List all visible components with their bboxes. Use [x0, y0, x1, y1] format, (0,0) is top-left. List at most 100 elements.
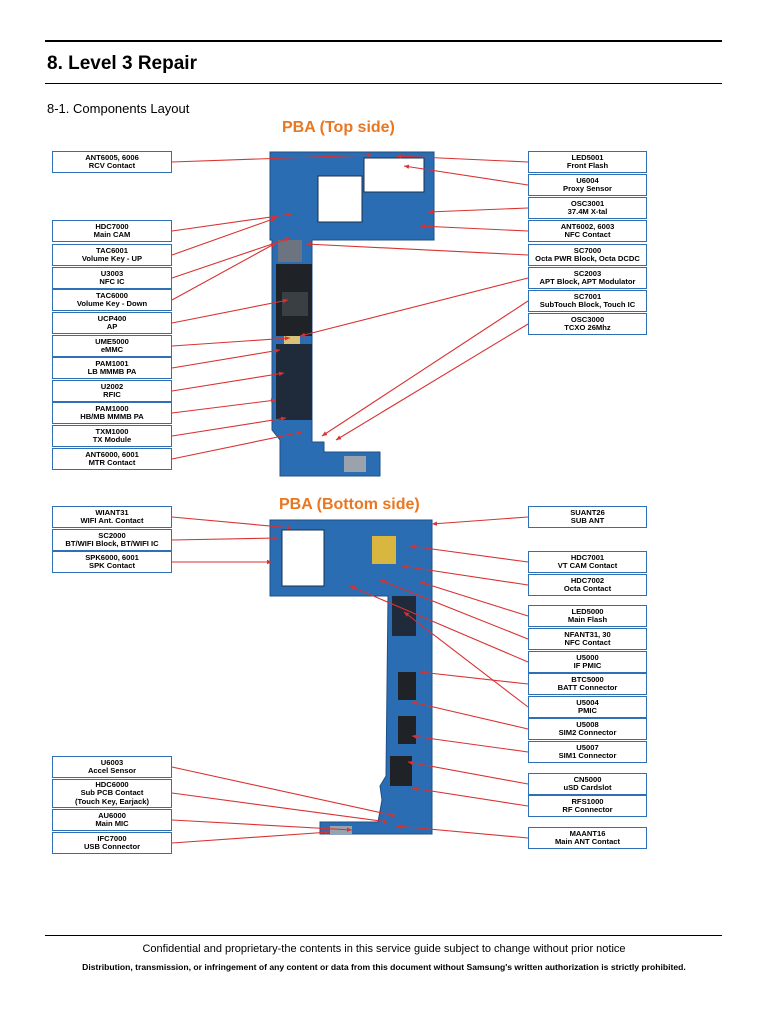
leader-arrowhead — [322, 431, 328, 436]
bottom-board-cpu-pad — [372, 536, 396, 564]
top-board-nfc-block — [278, 240, 302, 262]
leader-arrowhead — [404, 164, 410, 169]
leader-line — [171, 819, 353, 831]
bottom-side-board — [269, 519, 433, 835]
leader-line — [171, 516, 293, 529]
leader-line — [419, 225, 529, 232]
leader-line — [171, 537, 279, 541]
leader-arrowhead — [336, 435, 342, 440]
footer-copyright-notice: Distribution, transmission, or infringem… — [82, 962, 686, 972]
leader-line — [171, 399, 277, 414]
bottom-side-title: PBA (Bottom side) — [279, 496, 420, 513]
leader-arrowhead — [300, 332, 306, 337]
leader-arrowhead — [412, 786, 418, 791]
top-board-usb-port — [344, 456, 366, 472]
leader-arrowhead — [278, 371, 284, 376]
bottom-board-usb-port — [330, 826, 352, 834]
leader-line — [419, 581, 529, 617]
leader-arrowhead — [420, 670, 426, 675]
header-rule-top — [45, 40, 722, 42]
bottom-board-sim1-slot — [398, 716, 416, 744]
leader-arrowhead — [382, 819, 388, 824]
leader-arrowhead — [280, 416, 286, 421]
leader-arrowhead — [408, 760, 414, 766]
leader-arrowhead — [396, 824, 402, 829]
header-rule-bottom — [45, 83, 722, 84]
leader-line — [407, 761, 529, 785]
leader-arrowhead — [284, 237, 290, 242]
leader-line — [171, 792, 389, 823]
leader-line — [171, 217, 277, 256]
leader-arrowhead — [274, 348, 280, 353]
top-board-flash-window — [363, 157, 425, 193]
leader-lines — [171, 152, 529, 844]
leader-line — [171, 431, 303, 460]
leader-arrowhead — [282, 298, 288, 304]
leader-arrowhead — [420, 224, 426, 229]
bottom-board-pmic-block — [392, 596, 416, 636]
leader-arrowhead — [350, 585, 356, 590]
leader-line — [171, 337, 291, 347]
leader-line — [171, 299, 289, 324]
leader-arrowhead — [286, 525, 292, 530]
leader-arrowhead — [428, 209, 434, 214]
leader-line — [305, 243, 529, 256]
leader-line — [335, 323, 529, 441]
leader-line — [411, 735, 529, 753]
leader-line — [403, 611, 529, 708]
leader-arrowhead — [366, 152, 372, 158]
leader-line — [171, 372, 285, 392]
bottom-board-camera-window — [281, 529, 325, 587]
leader-line — [403, 165, 529, 186]
bottom-board-usd-slot — [390, 756, 412, 786]
leader-line — [299, 277, 529, 337]
leader-arrowhead — [346, 827, 352, 832]
leader-line — [171, 417, 287, 437]
leader-line — [427, 207, 529, 213]
leader-arrowhead — [432, 521, 438, 526]
footer-confidential-notice: Confidential and proprietary-the content… — [142, 943, 626, 955]
leader-arrowhead — [267, 559, 272, 565]
leader-line — [171, 237, 291, 279]
leader-line — [171, 831, 331, 844]
leader-line — [401, 565, 529, 586]
leader-arrowhead — [306, 242, 312, 247]
leader-line — [409, 545, 529, 563]
page-title: 8. Level 3 Repair — [47, 53, 197, 74]
leader-arrowhead — [420, 581, 426, 586]
leader-line — [171, 242, 277, 301]
leader-line — [395, 825, 529, 839]
leader-arrowhead — [402, 564, 408, 569]
leader-line — [419, 671, 529, 685]
top-board-pa-block — [276, 344, 312, 420]
leader-arrowhead — [272, 535, 278, 541]
leader-line — [411, 701, 529, 730]
